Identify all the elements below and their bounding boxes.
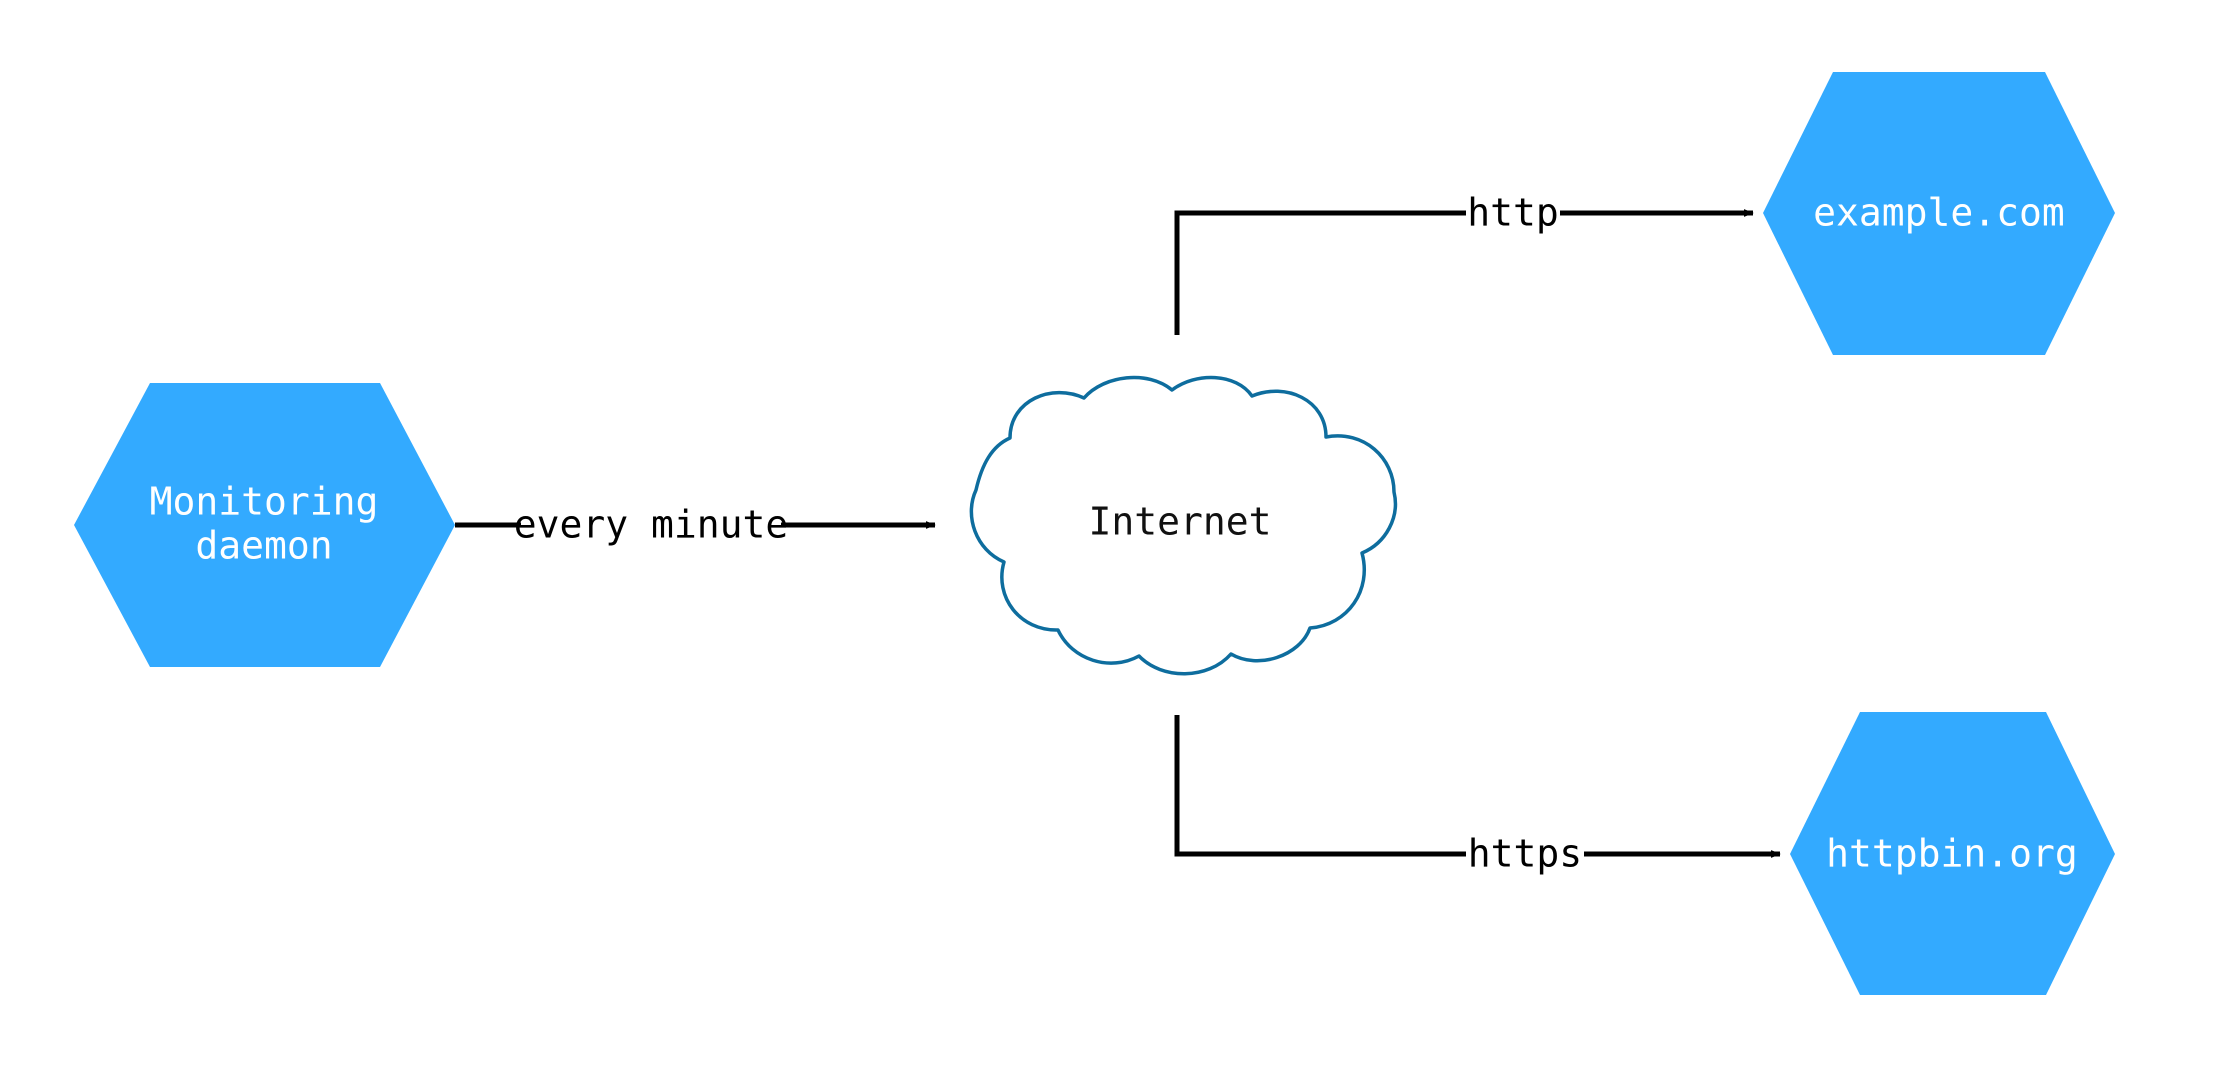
node-label-monitoring-daemon-line1: Monitoring	[150, 480, 379, 524]
node-monitoring-daemon[interactable]: Monitoring daemon	[74, 383, 455, 667]
edge-label-backdrop-every-minute	[521, 500, 781, 550]
hexagon-shape-httpbin-org	[1790, 712, 2115, 995]
edge-label-every-minute: every minute	[514, 503, 789, 547]
edge-label-https: https	[1468, 832, 1582, 876]
node-label-example-com: example.com	[1813, 191, 2065, 235]
edge-label-backdrop-http	[1466, 188, 1560, 238]
edge-line-http	[1174, 209, 1754, 335]
hexagon-shape-monitoring-daemon	[74, 383, 455, 667]
hexagon-shape-example-com	[1763, 72, 2115, 355]
node-label-httpbin-org: httpbin.org	[1826, 832, 2078, 876]
node-example-com[interactable]: example.com	[1763, 72, 2115, 355]
edge-daemon-to-internet: every minute	[455, 500, 936, 550]
node-label-monitoring-daemon-line2: daemon	[195, 524, 332, 568]
edge-label-backdrop-https	[1466, 829, 1584, 879]
node-httpbin-org[interactable]: httpbin.org	[1790, 712, 2115, 995]
node-label-internet: Internet	[1088, 500, 1271, 544]
cloud-shape-internet	[969, 375, 1398, 676]
edge-label-http: http	[1467, 191, 1559, 235]
edge-internet-to-example: http	[1174, 188, 1754, 335]
edge-internet-to-httpbin: https	[1174, 715, 1781, 879]
node-internet[interactable]: Internet	[969, 375, 1398, 676]
